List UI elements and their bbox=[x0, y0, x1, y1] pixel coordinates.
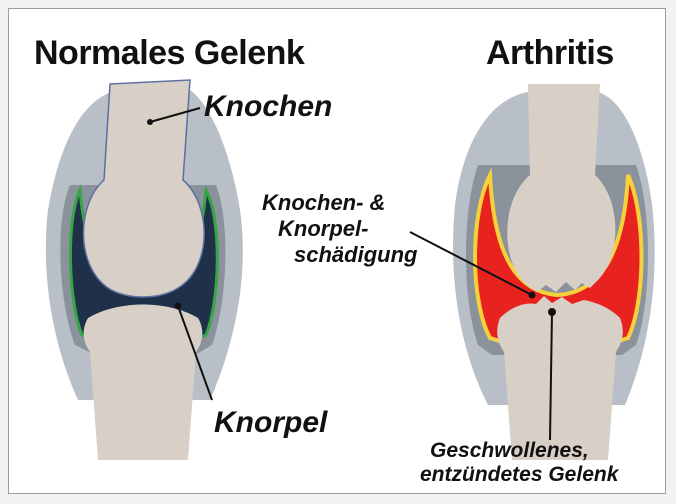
title-normal-joint: Normales Gelenk bbox=[34, 36, 304, 70]
normal-joint bbox=[46, 80, 243, 460]
arthritic-joint bbox=[453, 84, 655, 460]
label-damage-line1: Knochen- & bbox=[262, 192, 385, 214]
damage-leader-dot bbox=[529, 292, 536, 299]
label-swollen-line1: Geschwollenes, bbox=[430, 440, 589, 461]
cartilage-leader-dot bbox=[175, 303, 182, 310]
bone-leader-dot bbox=[147, 119, 153, 125]
arthritis-lower-bone bbox=[497, 296, 623, 460]
label-cartilage: Knorpel bbox=[214, 408, 327, 438]
label-bone: Knochen bbox=[204, 92, 332, 122]
title-arthritis: Arthritis bbox=[486, 36, 614, 70]
label-swollen-line2: entzündetes Gelenk bbox=[420, 464, 618, 485]
normal-lower-bone bbox=[84, 305, 203, 461]
swollen-leader-dot bbox=[548, 308, 556, 316]
label-damage-line2: Knorpel- bbox=[278, 218, 368, 240]
label-damage-line3: schädigung bbox=[294, 244, 417, 266]
